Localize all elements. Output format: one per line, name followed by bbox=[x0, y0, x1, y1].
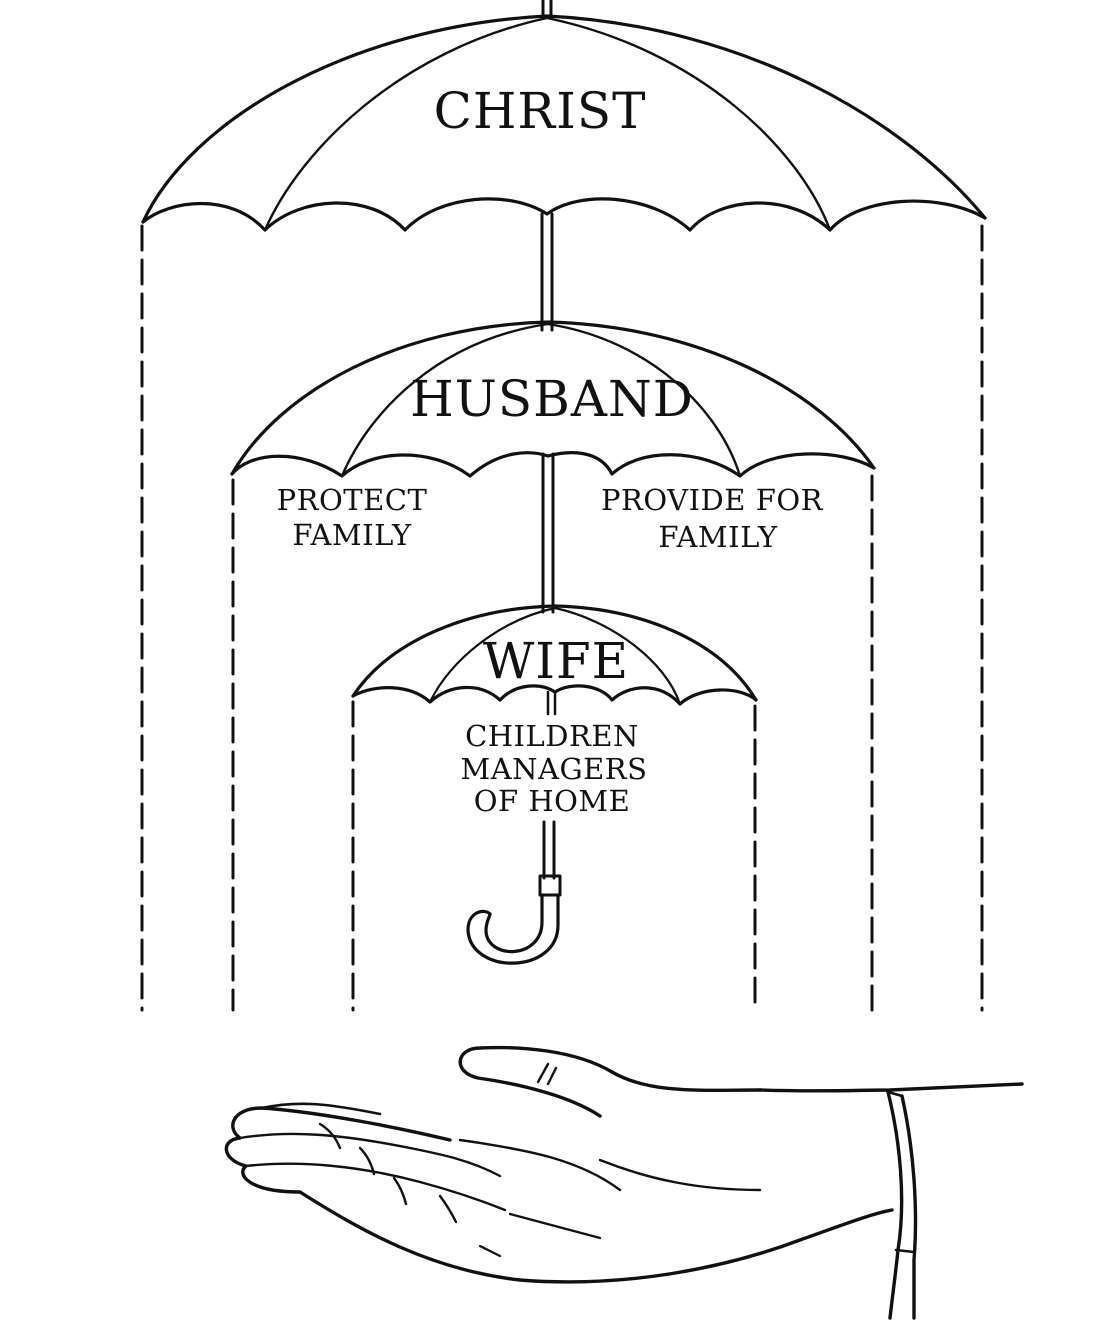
wife-umbrella-canopy bbox=[351, 604, 758, 702]
christ-label: CHRIST bbox=[434, 82, 647, 140]
husband-umbrella-canopy bbox=[230, 320, 876, 476]
provide-for-family-line-1: PROVIDE FOR bbox=[601, 483, 824, 517]
umbrella-handle-icon bbox=[538, 874, 562, 897]
christ-umbrella: CHRIST bbox=[140, 0, 987, 1012]
children-label: CHILDREN bbox=[465, 719, 639, 753]
protect-family-line-1: PROTECT bbox=[277, 483, 428, 517]
thumb bbox=[458, 1045, 762, 1118]
christ-umbrella-canopy bbox=[141, 14, 987, 224]
wife-umbrella: WIFE CHILDREN MANAGERS OF HOME bbox=[351, 604, 758, 1012]
wife-label: WIFE bbox=[483, 632, 629, 690]
christ-umbrella-hem bbox=[141, 197, 987, 232]
managers-label: MANAGERS bbox=[461, 752, 648, 786]
open-hand-icon bbox=[224, 1045, 1024, 1320]
of-home-label: OF HOME bbox=[474, 784, 631, 818]
protect-family-line-2: FAMILY bbox=[292, 518, 412, 552]
husband-umbrella: HUSBAND PROTECT FAMILY PROVIDE FOR FAMIL… bbox=[230, 320, 876, 1012]
sleeve-cuff bbox=[886, 1090, 904, 1320]
husband-label: HUSBAND bbox=[410, 370, 694, 428]
provide-for-family-line-2: FAMILY bbox=[658, 520, 778, 554]
fingers bbox=[224, 1106, 452, 1194]
